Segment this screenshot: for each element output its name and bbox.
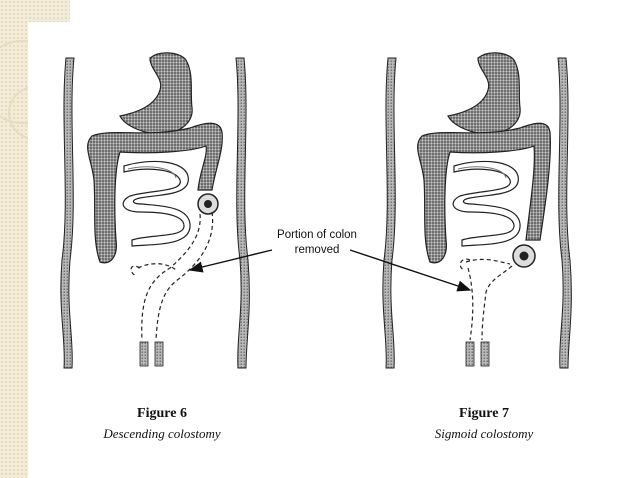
figure-7-diagram xyxy=(382,52,572,369)
small-intestine xyxy=(452,160,521,247)
rectum-stump-figure-7 xyxy=(465,341,475,367)
abdominal-wall-right xyxy=(557,57,572,369)
stomach xyxy=(119,52,193,135)
callout-arrow-left xyxy=(188,249,273,273)
figure-7-subtitle: Sigmoid colostomy xyxy=(434,426,534,441)
callout-line-1: Portion of colon xyxy=(277,229,357,241)
figure-6-subtitle: Descending colostomy xyxy=(103,426,221,441)
content-panel xyxy=(28,22,638,478)
removed-colon-figure-6 xyxy=(130,211,214,341)
small-intestine xyxy=(122,160,191,247)
stomach xyxy=(447,52,521,135)
large-intestine xyxy=(87,122,223,264)
abdominal-wall-left xyxy=(60,57,75,369)
large-intestine xyxy=(417,122,551,264)
rectum-stump-figure-6 xyxy=(139,341,149,367)
figure-7-title: Figure 7 xyxy=(459,406,509,421)
removed-colon-figure-7 xyxy=(459,258,513,341)
callout-arrow-right xyxy=(349,249,472,292)
figure-6-diagram xyxy=(60,52,250,369)
callout-label: Portion of colon removed xyxy=(262,228,372,258)
abdominal-wall-left xyxy=(382,57,397,369)
figure-6-title: Figure 6 xyxy=(137,406,187,421)
callout-line-2: removed xyxy=(294,244,340,256)
abdominal-wall-right xyxy=(235,57,250,369)
